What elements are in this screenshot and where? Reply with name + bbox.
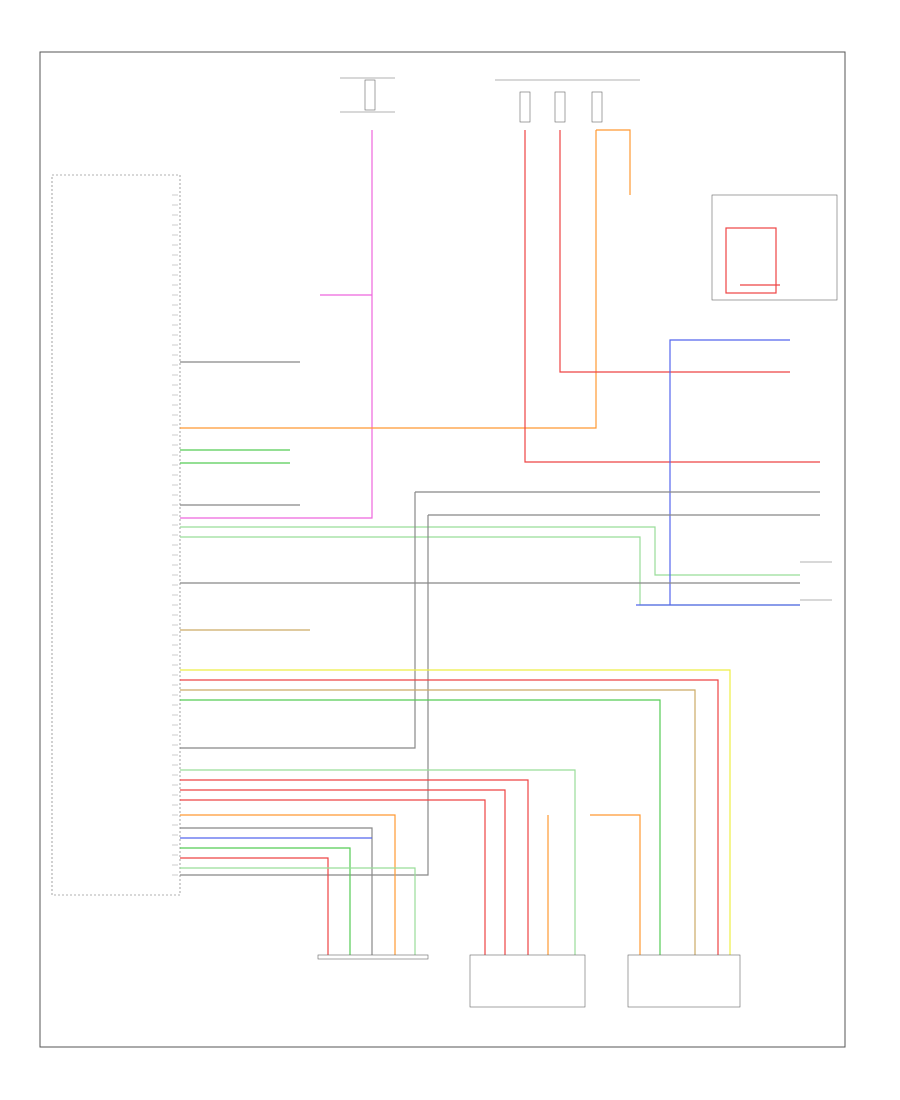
wire-3: [180, 130, 597, 429]
wire-1: [180, 130, 373, 519]
component-middle-bottom: [469, 954, 586, 1008]
wire-32: [180, 827, 373, 955]
wire-18: [180, 492, 416, 749]
component-left-bottom: [317, 954, 429, 960]
wire-36: [180, 867, 416, 955]
wire-13: [669, 339, 790, 605]
wire-29: [180, 814, 396, 955]
wire-27: [180, 789, 506, 955]
wire-34: [180, 847, 351, 955]
wire-6: [559, 130, 790, 373]
component-right-bottom: [627, 954, 741, 1008]
wire-35: [180, 857, 329, 955]
wire-harness: [180, 129, 820, 955]
fuse-block-left: [340, 77, 395, 113]
wire-20: [180, 515, 429, 876]
diagram-frame: [39, 51, 846, 1048]
wire-24: [180, 699, 661, 955]
fuse-block-right: [495, 79, 640, 123]
wire-11: [180, 526, 800, 576]
wire-5: [524, 130, 820, 463]
wire-31: [590, 814, 641, 955]
connector-right-middle: [800, 561, 832, 601]
wire-26: [180, 779, 529, 955]
wire-12: [180, 536, 800, 606]
module-pin-ticks: [172, 194, 178, 876]
wire-22: [180, 679, 719, 955]
wire-21: [180, 669, 731, 955]
wire-28: [180, 799, 486, 955]
wire-25: [180, 769, 576, 955]
wire-23: [180, 689, 696, 955]
switch-assembly-top-right: [711, 194, 838, 301]
control-module-outline: [51, 174, 181, 896]
wire-4: [596, 129, 631, 195]
